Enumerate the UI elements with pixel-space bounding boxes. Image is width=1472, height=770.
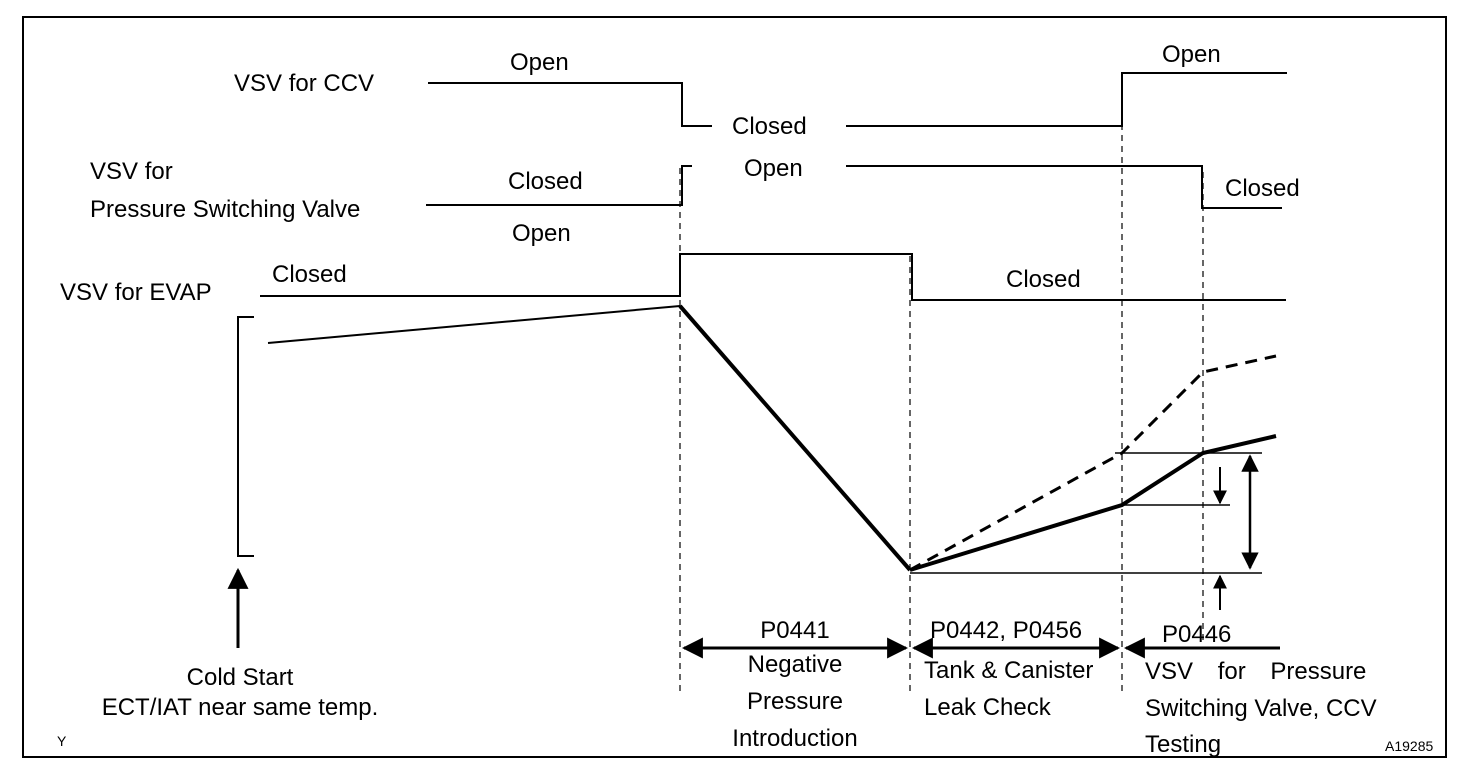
figure-id: A19285 xyxy=(1385,738,1434,754)
phase-code-p0441: P0441 xyxy=(760,617,830,644)
phase-desc-p0446-2: Switching Valve, CCV xyxy=(1145,695,1377,722)
phase-code-p0442: P0442, P0456 xyxy=(930,617,1083,644)
phase-desc-p0441-1: Negative xyxy=(747,651,843,678)
corner-mark-y: Y xyxy=(57,733,67,749)
psv-state-closed-2: Closed xyxy=(1225,175,1300,202)
phase-desc-p0442-2: Leak Check xyxy=(924,694,1051,721)
psv-state-open: Open xyxy=(744,155,803,182)
phase-desc-p0446-3: Testing xyxy=(1145,731,1222,758)
ccv-state-open-2: Open xyxy=(1162,41,1221,68)
pressure-curve-dashed xyxy=(909,354,1277,572)
phase-desc-p0441-3: Introduction xyxy=(732,725,858,752)
psv-label-line2: Pressure Switching Valve xyxy=(90,196,361,223)
pressure-curve-drop xyxy=(678,304,912,572)
pressure-bracket xyxy=(237,316,254,557)
ccv-label: VSV for CCV xyxy=(234,70,375,97)
diagram-frame xyxy=(22,16,1447,758)
evap-waveform xyxy=(260,253,1286,301)
evap-state-closed-1: Closed xyxy=(272,261,347,288)
phase-desc-p0441-2: Pressure xyxy=(746,688,844,715)
cold-start-line1: Cold Start xyxy=(186,664,294,691)
cold-start-line2: ECT/IAT near same temp. xyxy=(101,694,379,721)
psv-state-open-below: Open xyxy=(512,220,571,247)
psv-waveform-2 xyxy=(846,165,1282,209)
pressure-curve-solid xyxy=(909,434,1277,572)
phase-desc-p0442-1: Tank & Canister xyxy=(924,657,1094,684)
ccv-waveform-2 xyxy=(846,72,1287,127)
ccv-state-open-1: Open xyxy=(510,49,569,76)
phase-code-p0446: P0446 xyxy=(1162,621,1232,648)
pressure-curve-initial xyxy=(267,305,681,344)
ccv-waveform xyxy=(428,82,712,127)
evap-label: VSV for EVAP xyxy=(60,279,212,306)
evap-state-closed-2: Closed xyxy=(1006,266,1081,293)
psv-waveform xyxy=(426,165,692,206)
phase-desc-p0446-1: VSV for Pressure xyxy=(1145,658,1367,685)
psv-label-line1: VSV for xyxy=(90,158,173,185)
psv-state-closed-1: Closed xyxy=(508,168,583,195)
ccv-state-closed: Closed xyxy=(732,113,807,140)
